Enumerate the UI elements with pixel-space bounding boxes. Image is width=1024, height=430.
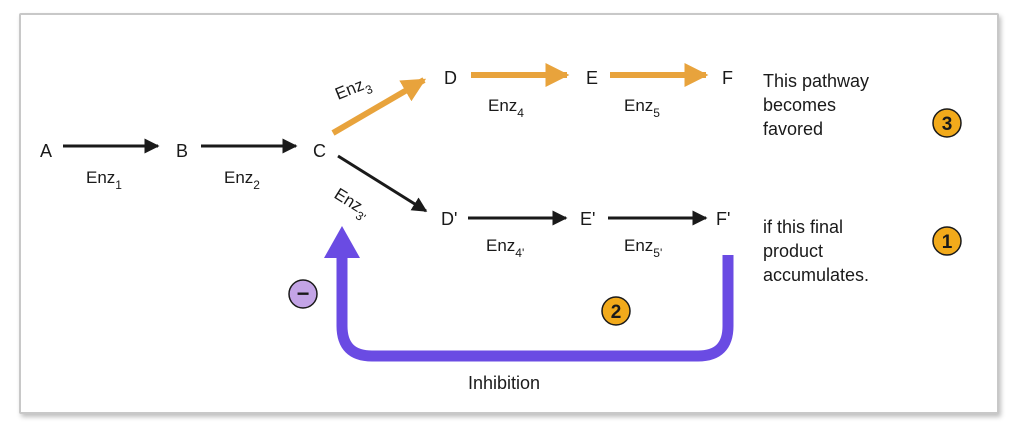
enzyme-label-2: Enz2	[224, 168, 260, 192]
enzyme-label-3: Enz3	[332, 72, 375, 108]
svg-text:Enz1: Enz1	[86, 168, 122, 192]
svg-text:if this final: if this final	[763, 217, 843, 237]
svg-text:accumulates.: accumulates.	[763, 265, 869, 285]
svg-text:Enz5: Enz5	[624, 96, 660, 120]
svg-text:favored: favored	[763, 119, 823, 139]
note-pathway-favored: This pathway becomes favored	[763, 71, 869, 139]
svg-text:product: product	[763, 241, 823, 261]
svg-text:This pathway: This pathway	[763, 71, 869, 91]
svg-text:Enz4: Enz4	[488, 96, 524, 120]
node-c: C	[313, 141, 326, 161]
badge-2: 2	[601, 296, 631, 326]
node-d: D	[444, 68, 457, 88]
negative-regulation-sign: −	[288, 279, 318, 309]
enzyme-label-4: Enz4	[488, 96, 524, 120]
diagram-frame	[19, 13, 999, 414]
svg-text:3: 3	[942, 114, 953, 135]
svg-text:Enz3: Enz3	[332, 72, 375, 108]
svg-text:2: 2	[611, 302, 622, 323]
enzyme-label-5-prime: Enz5'	[624, 236, 662, 260]
node-e-prime: E'	[580, 209, 595, 229]
inhibition-label: Inhibition	[468, 373, 540, 393]
enzyme-label-5: Enz5	[624, 96, 660, 120]
svg-text:Enz4': Enz4'	[486, 236, 524, 260]
svg-text:Enz5': Enz5'	[624, 236, 662, 260]
enzyme-label-1: Enz1	[86, 168, 122, 192]
node-f-prime: F'	[716, 209, 730, 229]
arrow-c-to-d-prime	[337, 154, 428, 213]
node-e: E	[586, 68, 598, 88]
svg-text:−: −	[297, 281, 310, 306]
svg-text:1: 1	[942, 232, 953, 253]
badge-1: 1	[932, 226, 962, 256]
node-a: A	[40, 141, 52, 161]
svg-text:Enz2: Enz2	[224, 168, 260, 192]
arrow-c-to-d	[331, 77, 427, 136]
inhibition-arrowhead	[324, 226, 360, 258]
enzyme-label-4-prime: Enz4'	[486, 236, 524, 260]
node-d-prime: D'	[441, 209, 457, 229]
inhibition-feedback-arrow	[336, 255, 734, 362]
svg-text:becomes: becomes	[763, 95, 836, 115]
svg-text:Enz3': Enz3'	[328, 184, 373, 225]
badge-3: 3	[932, 108, 962, 138]
node-b: B	[176, 141, 188, 161]
enzyme-label-3-prime: Enz3'	[328, 184, 373, 225]
node-f: F	[722, 68, 733, 88]
note-product-accumulates: if this final product accumulates.	[763, 217, 869, 285]
